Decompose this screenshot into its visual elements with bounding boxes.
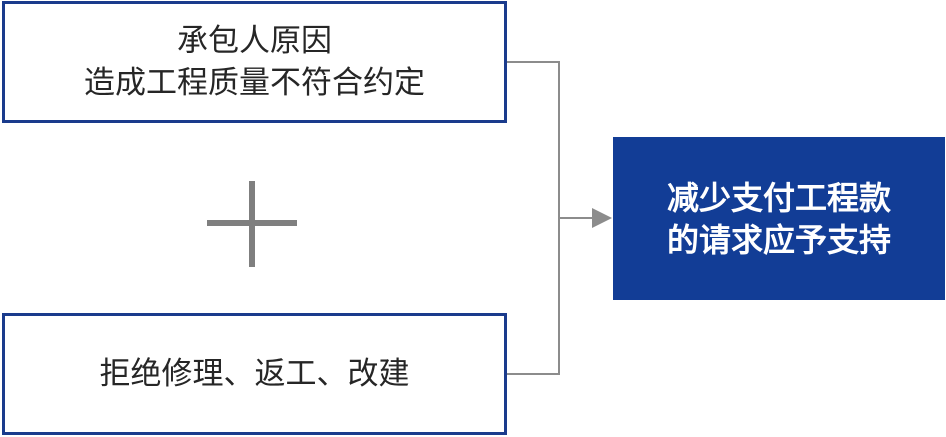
bracket-line xyxy=(507,61,560,375)
condition-box-cause: 承包人原因 造成工程质量不符合约定 xyxy=(2,1,507,123)
result-line1: 减少支付工程款 xyxy=(666,178,891,217)
plus-icon xyxy=(207,181,297,267)
condition-box-refusal: 拒绝修理、返工、改建 xyxy=(2,313,507,435)
condition-cause-line1: 承包人原因 xyxy=(177,23,332,59)
condition-refusal-line1: 拒绝修理、返工、改建 xyxy=(99,356,410,392)
result-line2: 的请求应予支持 xyxy=(666,220,891,259)
arrow-head-icon xyxy=(592,208,612,228)
result-box: 减少支付工程款 的请求应予支持 xyxy=(613,137,945,300)
condition-cause-line2: 造成工程质量不符合约定 xyxy=(84,65,425,101)
